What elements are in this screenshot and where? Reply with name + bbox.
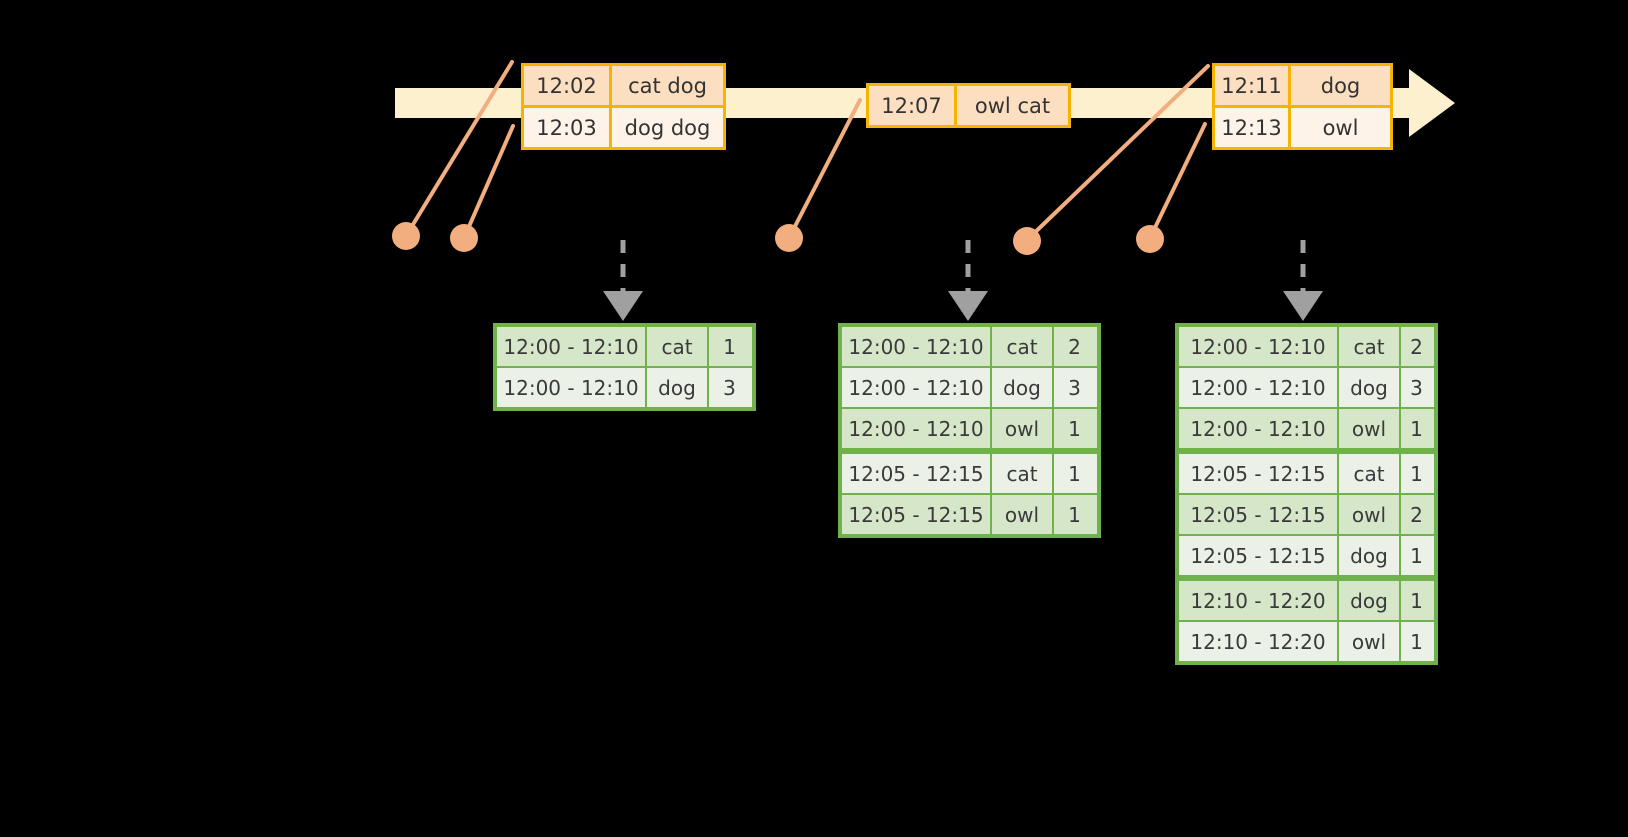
count-cell: 1: [1410, 461, 1423, 486]
word-cell: dog: [1339, 581, 1401, 620]
window-cell: 12:05 - 12:15: [1179, 536, 1339, 575]
window-cell: 12:00 - 12:10: [842, 327, 992, 366]
word-cell: dog: [647, 368, 709, 407]
count-cell: 1: [1410, 416, 1423, 441]
event-words: owl cat: [974, 93, 1051, 118]
count-cell: 1: [1068, 502, 1081, 527]
count-cell: 1: [1410, 543, 1423, 568]
event-time: 12:07: [869, 86, 957, 125]
window-cell: 12:00 - 12:10: [842, 409, 992, 448]
window-cell: 12:00 - 12:10: [842, 368, 992, 407]
word-cell: owl: [1339, 622, 1401, 661]
event-dot-1211: [1013, 227, 1041, 255]
connector-line-2: [462, 124, 515, 240]
event-row: 12:07 owl cat: [869, 86, 1068, 125]
window-cell: 12:00 - 12:10: [497, 327, 647, 366]
count-cell: 3: [723, 375, 736, 400]
word-cell: owl: [992, 495, 1054, 534]
window-cell: 12:10 - 12:20: [1179, 581, 1339, 620]
event-box-3: 12:11 dog 12:13 owl: [1212, 63, 1393, 150]
window-cell: 12:00 - 12:10: [1179, 409, 1339, 448]
window-cell: 12:00 - 12:10: [497, 368, 647, 407]
word-cell: cat: [992, 327, 1054, 366]
event-dot-1202: [392, 222, 420, 250]
event-dot-1213: [1136, 225, 1164, 253]
event-box-1: 12:02 cat dog 12:03 dog dog: [521, 63, 726, 150]
event-words: owl: [1322, 115, 1359, 140]
event-time: 12:03: [524, 108, 612, 147]
word-cell: dog: [992, 368, 1054, 407]
count-cell: 3: [1068, 375, 1081, 400]
event-time: 12:11: [1215, 66, 1291, 105]
event-row: 12:13 owl: [1215, 105, 1390, 147]
window-cell: 12:00 - 12:10: [1179, 327, 1339, 366]
count-cell: 1: [1410, 588, 1423, 613]
event-box-2: 12:07 owl cat: [866, 83, 1071, 128]
event-row: 12:11 dog: [1215, 66, 1390, 105]
event-row: 12:03 dog dog: [524, 105, 723, 147]
window-cell: 12:10 - 12:20: [1179, 622, 1339, 661]
count-cell: 1: [1410, 629, 1423, 654]
event-dot-1203: [450, 224, 478, 252]
word-cell: owl: [992, 409, 1054, 448]
event-words: cat dog: [628, 73, 707, 98]
count-cell: 1: [1068, 461, 1081, 486]
count-cell: 3: [1410, 375, 1423, 400]
event-dot-1207: [775, 224, 803, 252]
window-cell: 12:05 - 12:15: [842, 495, 992, 534]
event-words: dog dog: [624, 115, 711, 140]
event-time: 12:02: [524, 66, 612, 105]
window-cell: 12:00 - 12:10: [1179, 368, 1339, 407]
count-cell: 1: [1068, 416, 1081, 441]
count-cell: 2: [1410, 334, 1423, 359]
word-cell: cat: [1339, 454, 1401, 493]
word-cell: dog: [1339, 368, 1401, 407]
word-cell: cat: [992, 454, 1054, 493]
connector-line-3: [787, 98, 862, 240]
word-cell: owl: [1339, 495, 1401, 534]
connector-line-5: [1148, 122, 1207, 240]
word-cell: cat: [1339, 327, 1401, 366]
window-cell: 12:05 - 12:15: [1179, 454, 1339, 493]
count-cell: 2: [1068, 334, 1081, 359]
event-row: 12:02 cat dog: [524, 66, 723, 105]
count-cell: 1: [723, 334, 736, 359]
word-cell: owl: [1339, 409, 1401, 448]
event-time: 12:13: [1215, 108, 1291, 147]
word-cell: dog: [1339, 536, 1401, 575]
window-cell: 12:05 - 12:15: [842, 454, 992, 493]
timeline-arrowhead-icon: [1409, 69, 1455, 137]
event-words: dog: [1320, 73, 1361, 98]
window-cell: 12:05 - 12:15: [1179, 495, 1339, 534]
word-cell: cat: [647, 327, 709, 366]
count-cell: 2: [1410, 502, 1423, 527]
